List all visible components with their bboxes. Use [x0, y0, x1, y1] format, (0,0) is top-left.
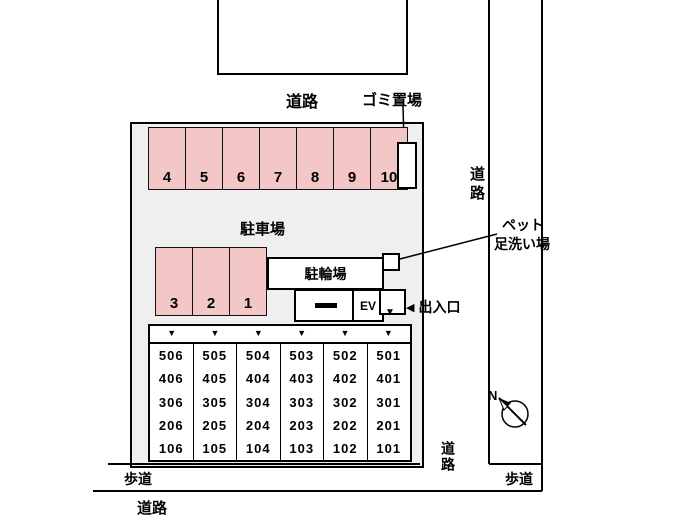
- sidewalk-label-right: 歩道: [505, 471, 533, 487]
- parking-stall: 6: [222, 127, 260, 190]
- entrance-label: 出入口: [418, 299, 461, 315]
- unit-number: 501: [376, 348, 402, 364]
- parking-stall: 8: [296, 127, 334, 190]
- compass-needle-dark: [499, 398, 511, 407]
- unit-number: 405: [202, 371, 228, 387]
- unit-number: 203: [289, 417, 315, 433]
- road-label-bottom-right: 道路: [440, 441, 456, 473]
- pet-wash-label-line1: ペット: [502, 217, 544, 233]
- unit-marker-icon: ▼: [253, 328, 263, 338]
- parking-stall: 5: [185, 127, 223, 190]
- unit-number: 306: [158, 394, 184, 410]
- unit-number: 202: [332, 417, 358, 433]
- unit-number: 105: [202, 440, 228, 456]
- unit-column: 504 404 304 204 104: [237, 344, 281, 460]
- parking-stall: 7: [259, 127, 297, 190]
- entrance-label-group: ◀ 出入口: [406, 297, 460, 317]
- unit-number: 206: [158, 417, 184, 433]
- unit-number: 101: [376, 440, 402, 456]
- unit-number: 503: [289, 348, 315, 364]
- garbage-area-label: ゴミ置場: [362, 92, 423, 109]
- unit-column: 505 405 305 205 105: [194, 344, 237, 460]
- sidewalk-label-left: 歩道: [124, 471, 152, 487]
- unit-number: 303: [289, 394, 315, 410]
- unit-number: 502: [332, 348, 358, 364]
- stairs-box: [294, 289, 357, 322]
- unit-column: 503 403 303 203 103: [281, 344, 324, 460]
- unit-marker-icon: ▼: [340, 328, 350, 338]
- balcony-marker-row: ▼ ▼ ▼ ▼ ▼ ▼: [150, 326, 410, 344]
- parking-area-label: 駐車場: [240, 221, 286, 238]
- entrance-box: [379, 289, 406, 315]
- north-boundary-notch: [217, 0, 408, 75]
- compass: N: [488, 388, 529, 428]
- parking-stall-row-side: 3 2 1: [155, 247, 267, 316]
- unit-number: 102: [332, 440, 358, 456]
- unit-marker-icon: ▼: [210, 328, 220, 338]
- unit-number: 302: [332, 394, 358, 410]
- unit-number: 402: [332, 371, 358, 387]
- unit-number: 505: [202, 348, 228, 364]
- unit-number: 201: [376, 417, 402, 433]
- parking-stall: 2: [192, 247, 230, 316]
- entrance-marker-icon: ▼: [385, 307, 395, 318]
- unit-marker-icon: ▼: [167, 328, 177, 338]
- unit-number: 305: [202, 394, 228, 410]
- compass-north-label: N: [488, 388, 497, 403]
- unit-number: 506: [158, 348, 184, 364]
- parking-stall: 1: [229, 247, 267, 316]
- unit-column: 506 406 306 206 106: [150, 344, 194, 460]
- unit-number: 404: [245, 371, 271, 387]
- compass-needle-light: [498, 397, 509, 411]
- unit-grid: 506 406 306 206 106 505 405 305 205 105 …: [150, 344, 410, 460]
- unit-number: 301: [376, 394, 402, 410]
- unit-number: 106: [158, 440, 184, 456]
- left-arrow-icon: ◀: [406, 301, 415, 314]
- garbage-area-box: [397, 142, 417, 189]
- pet-wash-label-line2: 足洗い場: [494, 236, 550, 252]
- road-label-bottom-left: 道路: [137, 500, 168, 517]
- unit-number: 403: [289, 371, 315, 387]
- unit-marker-icon: ▼: [297, 328, 307, 338]
- pet-wash-spot: [382, 253, 400, 271]
- pet-wash-label: ペット 足洗い場: [494, 216, 550, 254]
- unit-column: 501 401 301 201 101: [368, 344, 411, 460]
- unit-number: 406: [158, 371, 184, 387]
- unit-marker-icon: ▼: [383, 328, 393, 338]
- parking-stall: 4: [148, 127, 186, 190]
- building-unit-grid: ▼ ▼ ▼ ▼ ▼ ▼ 506 406 306 206 106 505 405 …: [148, 324, 412, 462]
- road-label-right: 道路: [468, 166, 485, 204]
- unit-number: 504: [245, 348, 271, 364]
- unit-number: 104: [245, 440, 271, 456]
- bicycle-parking-box: 駐輪場: [267, 257, 384, 290]
- unit-number: 103: [289, 440, 315, 456]
- unit-number: 204: [245, 417, 271, 433]
- unit-number: 205: [202, 417, 228, 433]
- road-label-top: 道路: [286, 94, 319, 111]
- unit-column: 502 402 302 202 102: [324, 344, 368, 460]
- parking-stall: 9: [333, 127, 371, 190]
- unit-number: 401: [376, 371, 402, 387]
- stairs-icon: [314, 303, 337, 308]
- parking-stall-row-top: 4 5 6 7 8 9 10: [148, 127, 408, 190]
- unit-number: 304: [245, 394, 271, 410]
- parking-stall: 3: [155, 247, 193, 316]
